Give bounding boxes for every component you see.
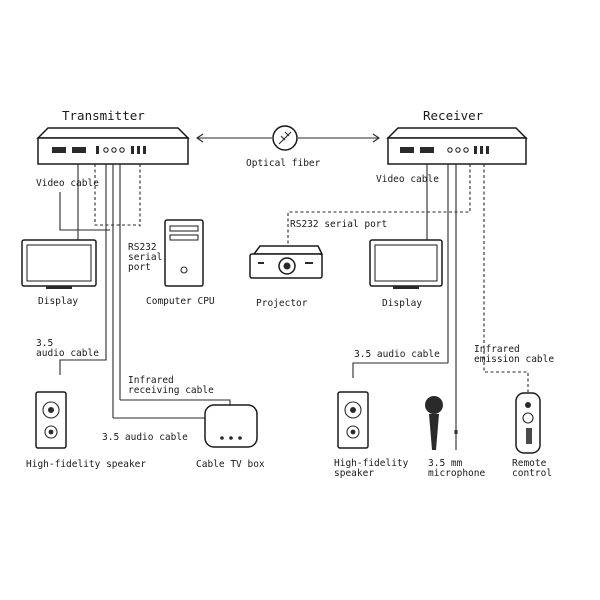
infrared-tx-line1: Infrared bbox=[474, 344, 520, 355]
cable-tv-box-icon bbox=[204, 404, 258, 448]
infrared-rx-line1: Infrared bbox=[128, 375, 174, 386]
transmitter-unit bbox=[36, 127, 190, 165]
transmitter-cables bbox=[59, 164, 231, 419]
tx-display-label: Display bbox=[38, 296, 78, 307]
remote-label-line1: Remote bbox=[512, 458, 547, 469]
cable-tv-box-label: Cable TV box bbox=[196, 459, 265, 470]
rx-display-label: Display bbox=[382, 298, 422, 309]
transmitter-title: Transmitter bbox=[62, 108, 145, 123]
computer-cpu-icon bbox=[164, 219, 204, 287]
rx-speaker-label-line2: speaker bbox=[334, 468, 374, 479]
microphone-label-line2: microphone bbox=[428, 468, 485, 479]
microphone-label-line1: 3.5 mm bbox=[428, 458, 463, 469]
receiver-display-icon bbox=[369, 239, 443, 289]
receiver-cables bbox=[287, 164, 529, 395]
receiver-unit bbox=[386, 127, 528, 165]
tx-speaker-icon bbox=[35, 391, 67, 449]
tx-audio-label-line1: 3.5 bbox=[36, 338, 53, 349]
projector-label: Projector bbox=[256, 298, 308, 309]
remote-label-line2: control bbox=[512, 468, 552, 479]
tx-rs232-line1: RS232 bbox=[128, 242, 157, 253]
tx-speaker-label: High-fidelity speaker bbox=[26, 459, 146, 470]
infrared-tx-line2: emission cable bbox=[474, 354, 554, 365]
projector-icon bbox=[249, 245, 324, 279]
rx-speaker-icon bbox=[337, 391, 369, 449]
transmitter-display-icon bbox=[21, 239, 97, 289]
infrared-rx-line2: receiving cable bbox=[128, 385, 214, 396]
rx-speaker-label-line1: High-fidelity bbox=[334, 458, 409, 469]
optical-fiber-link bbox=[196, 125, 380, 151]
tx-audio-bottom-label: 3.5 audio cable bbox=[102, 432, 188, 443]
remote-control-icon bbox=[515, 392, 541, 454]
microphone-icon bbox=[425, 395, 458, 450]
rx-rs232-label: RS232 serial port bbox=[290, 219, 387, 230]
tx-rs232-line3: port bbox=[128, 262, 151, 273]
tx-video-cable-label: Video cable bbox=[36, 178, 99, 189]
optical-fiber-label: Optical fiber bbox=[246, 158, 321, 169]
computer-cpu-label: Computer CPU bbox=[146, 296, 215, 307]
receiver-title: Receiver bbox=[423, 108, 484, 123]
rx-video-cable-label: Video cable bbox=[376, 174, 439, 185]
rx-audio-label: 3.5 audio cable bbox=[354, 349, 440, 360]
tx-rs232-line2: serial bbox=[128, 252, 162, 263]
tx-audio-label-line2: audio cable bbox=[36, 348, 99, 359]
